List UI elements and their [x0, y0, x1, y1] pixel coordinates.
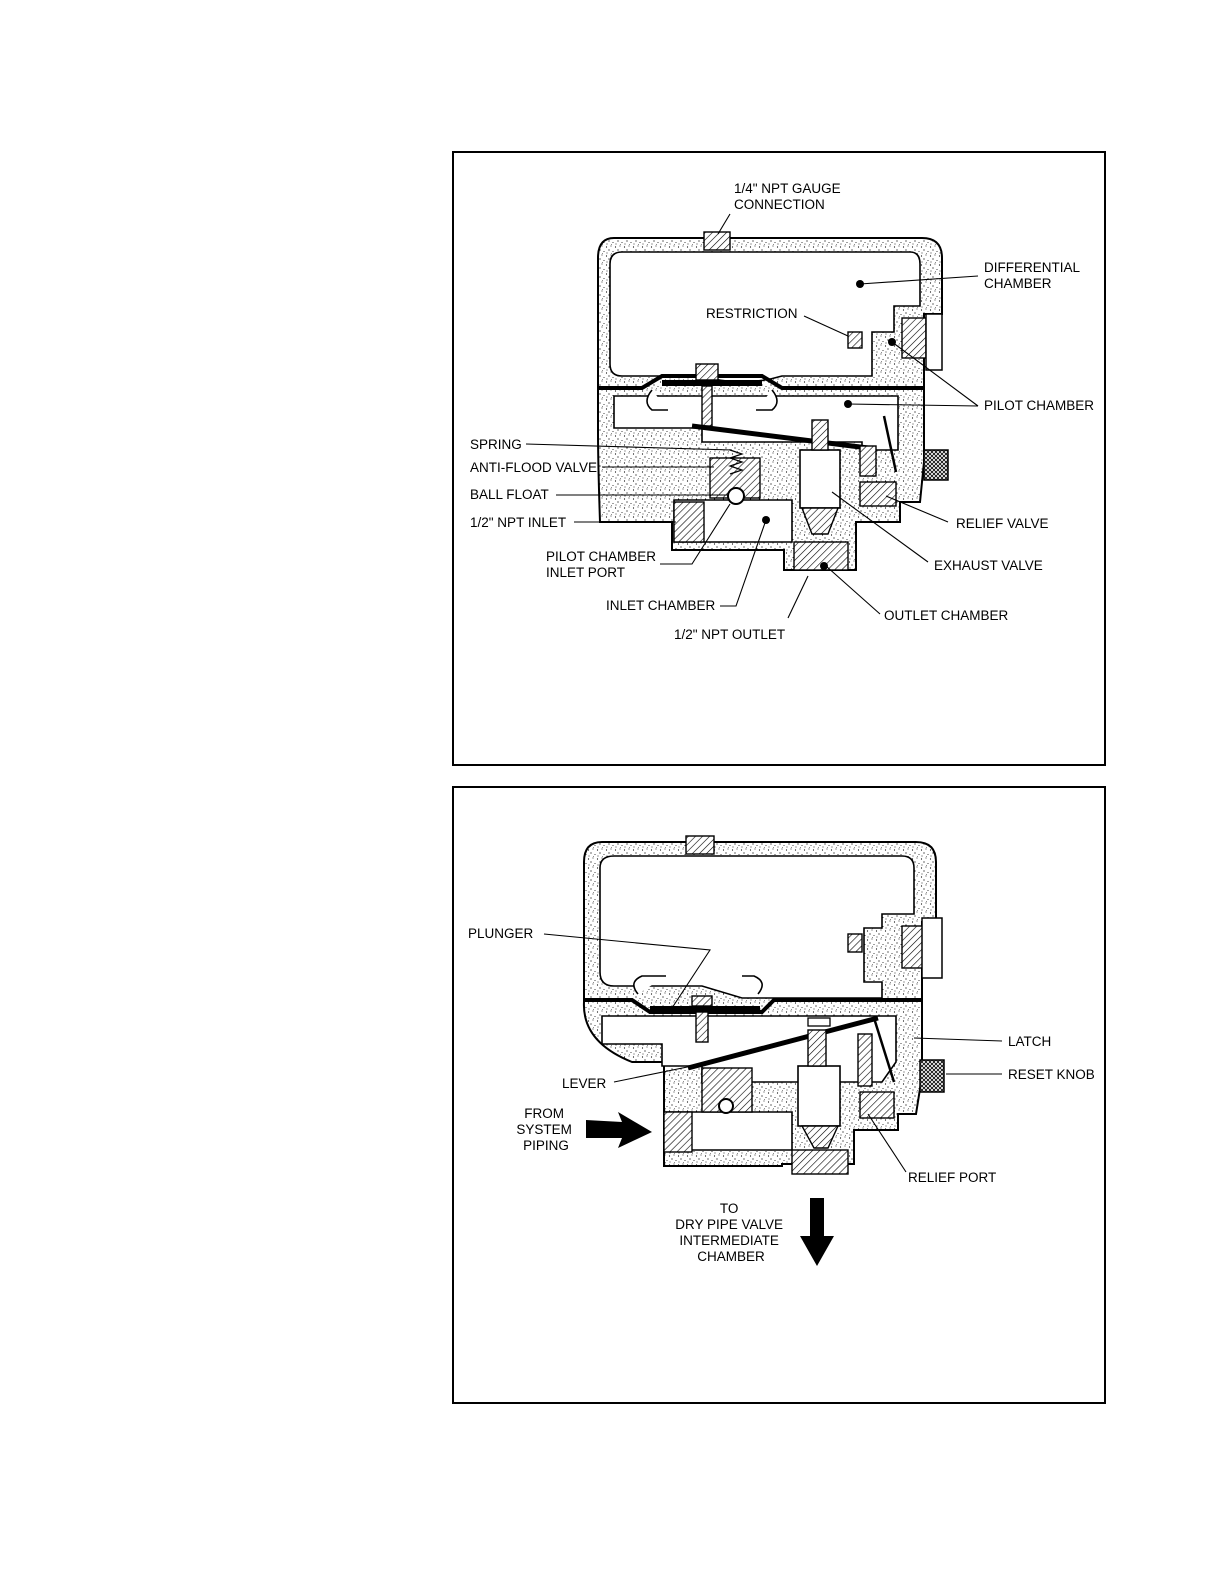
leader-pilot-2 — [847, 403, 979, 407]
label-to-dry-pipe-valve: TO DRY PIPE VALVE INTERMEDIATE CHAMBER — [675, 1201, 787, 1264]
diaphragm-plate — [662, 380, 762, 386]
leader-latch — [913, 1037, 1003, 1042]
spring-coil — [728, 449, 744, 475]
label-relief-port: RELIEF PORT — [908, 1170, 996, 1185]
diaphragm-plate — [650, 1006, 760, 1012]
label-from-system-piping: FROM SYSTEM PIPING — [516, 1106, 575, 1153]
label-inlet-chamber: INLET CHAMBER — [606, 598, 716, 613]
exhaust-valve-stem — [807, 1029, 827, 1067]
leader-relief — [885, 495, 949, 523]
exhaust-valve-seat — [800, 1125, 840, 1149]
gauge-connection-port — [685, 835, 715, 855]
latch — [882, 415, 898, 473]
figure-top-panel: 1/4" NPT GAUGE CONNECTION DIFFERENTIAL C… — [452, 151, 1106, 766]
exhaust-valve-body — [797, 1065, 841, 1127]
leader-outlet — [787, 575, 809, 619]
label-latch: LATCH — [1008, 1034, 1051, 1049]
label-pilot-chamber-inlet-port: PILOT CHAMBER INLET PORT — [546, 549, 660, 580]
restriction-plug — [901, 925, 925, 969]
relief-valve-stem — [859, 445, 877, 477]
exhaust-valve-body — [799, 449, 841, 509]
exhaust-valve-stem — [811, 419, 829, 451]
label-relief-valve: RELIEF VALVE — [956, 516, 1049, 531]
label-gauge-connection: 1/4" NPT GAUGE CONNECTION — [734, 181, 844, 212]
exhaust-valve-seat — [800, 507, 840, 535]
plunger-nut — [695, 363, 719, 381]
inlet-threads — [663, 1111, 693, 1153]
leader-outlet-chamber — [825, 565, 881, 615]
restriction-fitting — [847, 331, 863, 349]
accelerator-set-position-diagram: 1/4" NPT GAUGE CONNECTION DIFFERENTIAL C… — [470, 181, 1094, 642]
leader-gauge — [717, 213, 731, 235]
latch — [872, 1017, 896, 1083]
label-ball-float: BALL FLOAT — [470, 487, 549, 502]
plunger-bolt — [695, 1011, 709, 1043]
label-npt-outlet: 1/2" NPT OUTLET — [674, 627, 785, 642]
accelerator-tripped-position-diagram: PLUNGER LATCH RESET KNOB LEVER FROM SYST… — [468, 835, 1095, 1266]
gauge-connection-port — [703, 231, 731, 251]
label-spring: SPRING — [470, 437, 522, 452]
relief-valve-body — [859, 1091, 895, 1119]
relief-valve-body — [859, 481, 897, 507]
label-anti-flood-valve: ANTI-FLOOD VALVE — [470, 460, 597, 475]
clamp-ring-right — [756, 389, 778, 411]
leader-lever — [613, 1063, 703, 1083]
label-npt-inlet: 1/2" NPT INLET — [470, 515, 566, 530]
npt-inlet-threads — [673, 501, 705, 543]
leader-exhaust — [831, 491, 929, 563]
differential-chamber-cavity — [599, 855, 915, 999]
relief-port-stem — [857, 1033, 873, 1087]
inflow-arrow-icon — [586, 1112, 652, 1148]
label-outlet-chamber: OUTLET CHAMBER — [884, 608, 1009, 623]
ball-float — [727, 487, 745, 505]
outlet-threads — [791, 1149, 849, 1175]
lever — [691, 423, 869, 451]
label-pilot-chamber: PILOT CHAMBER — [984, 398, 1094, 413]
leader-inlet-port — [660, 503, 731, 565]
callout-dot-outlet — [820, 562, 828, 570]
label-exhaust-valve: EXHAUST VALVE — [934, 558, 1043, 573]
reset-knob — [919, 1059, 945, 1093]
leader-pilot-1 — [891, 341, 979, 407]
clamp-ring-left — [633, 975, 666, 995]
restriction-plug — [901, 317, 927, 359]
label-plunger: PLUNGER — [468, 926, 534, 941]
label-lever: LEVER — [562, 1076, 607, 1091]
leader-differential — [859, 275, 979, 285]
plunger-nut — [691, 995, 713, 1007]
clamp-ring-left — [646, 389, 668, 411]
plunger-bolt — [701, 385, 713, 427]
leader-restriction — [803, 315, 849, 337]
restriction-fitting — [847, 933, 863, 953]
clamp-ring-right — [742, 975, 763, 995]
leader-spring — [525, 443, 733, 451]
hex-nut — [925, 313, 943, 371]
leader-relief-port — [867, 1113, 907, 1173]
leader-plunger — [543, 933, 711, 1009]
figure-bottom-panel: PLUNGER LATCH RESET KNOB LEVER FROM SYST… — [452, 786, 1106, 1404]
ball-float — [718, 1098, 734, 1114]
valve-cap — [807, 1017, 831, 1027]
outflow-arrow-icon — [800, 1198, 834, 1266]
label-differential-chamber: DIFFERENTIAL CHAMBER — [984, 260, 1083, 291]
lever — [687, 1015, 879, 1071]
hex-nut — [921, 917, 943, 979]
label-reset-knob: RESET KNOB — [1008, 1067, 1095, 1082]
reset-knob — [923, 449, 949, 481]
label-restriction: RESTRICTION — [706, 306, 798, 321]
leader-inlet-chamber — [720, 519, 767, 607]
